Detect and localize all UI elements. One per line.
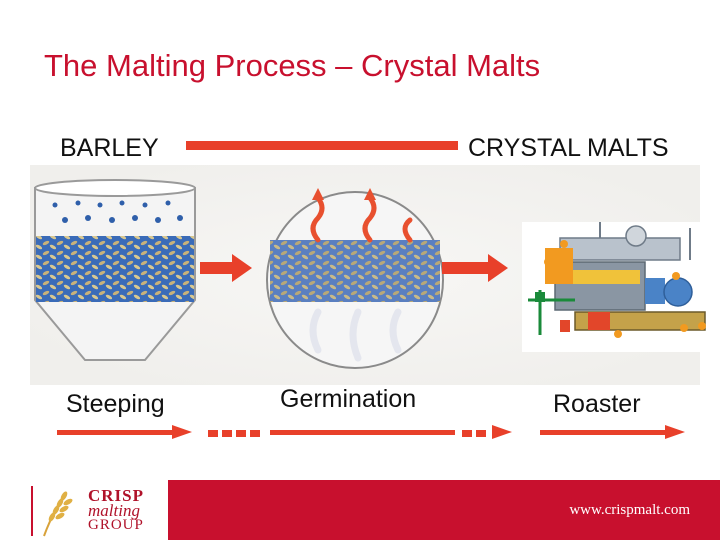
stage-arrows (57, 425, 685, 439)
footer-band (168, 480, 720, 540)
logo-line-1: CRISP (88, 486, 145, 505)
germination-to-roaster-arrow (442, 254, 508, 282)
steeping-vessel (34, 179, 196, 361)
dashed-connector-2 (462, 430, 486, 437)
dashed-connector-1 (208, 430, 260, 437)
crisp-logo: CRISP malting GROUP (18, 484, 168, 538)
air-flow-icon (309, 308, 402, 362)
logo-text: CRISP malting GROUP (88, 486, 145, 533)
germination-label: Germination (280, 385, 417, 413)
roaster-machine (522, 222, 712, 352)
water-droplets (52, 200, 183, 223)
steeping-label: Steeping (66, 390, 165, 418)
logo-line-2: malting (88, 501, 140, 520)
slide-title: The Malting Process – Crystal Malts (44, 48, 541, 83)
warm-air-icon (310, 195, 413, 243)
steeping-to-germination-arrow (200, 254, 252, 282)
barley-label: BARLEY (60, 134, 159, 162)
logo-line-3: GROUP (88, 517, 144, 533)
roaster-label: Roaster (553, 390, 641, 418)
footer: CRISP malting GROUP www.crispmalt.com (0, 480, 720, 540)
germination-vessel (266, 188, 444, 369)
website-url: www.crispmalt.com (569, 502, 690, 518)
wheat-icon (31, 486, 73, 537)
malting-diagram (30, 141, 712, 439)
top-flow-arrow (186, 141, 458, 150)
crystal-malts-label: CRYSTAL MALTS (468, 134, 669, 162)
